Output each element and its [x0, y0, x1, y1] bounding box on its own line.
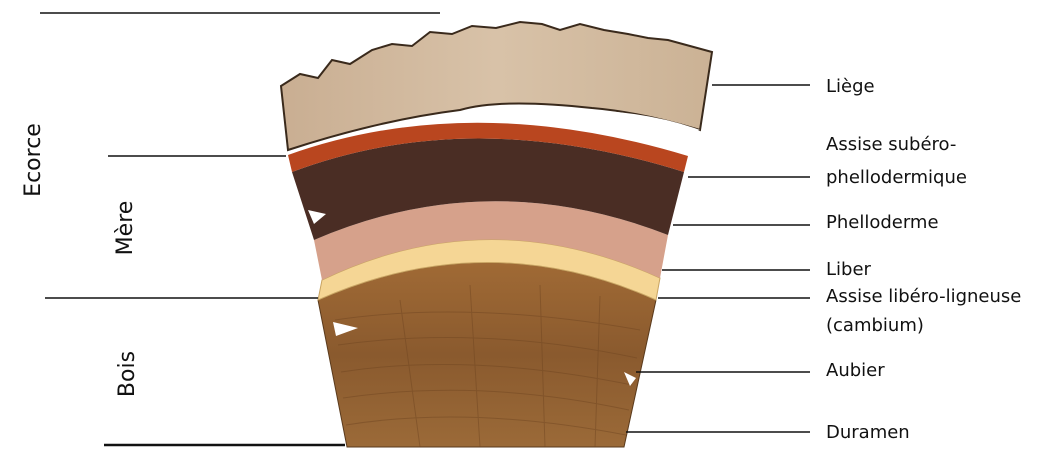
bois-label: Bois — [115, 351, 140, 397]
phelloderme-label: Phelloderme — [826, 212, 939, 233]
assise-libero-label-2: (cambium) — [826, 315, 924, 336]
assise-subero-label-1: Assise subéro- — [826, 134, 956, 155]
assise-libero-label-1: Assise libéro-ligneuse — [826, 286, 1021, 307]
duramen-label: Duramen — [826, 422, 910, 443]
liber-label: Liber — [826, 259, 872, 280]
aubier-label: Aubier — [826, 360, 885, 381]
wood-section — [318, 263, 656, 448]
assise-subero-label-2: phellodermique — [826, 167, 967, 188]
liege-label: Liège — [826, 76, 875, 97]
mere-label: Mère — [113, 201, 138, 256]
ecorce-label: Ecorce — [21, 123, 46, 197]
